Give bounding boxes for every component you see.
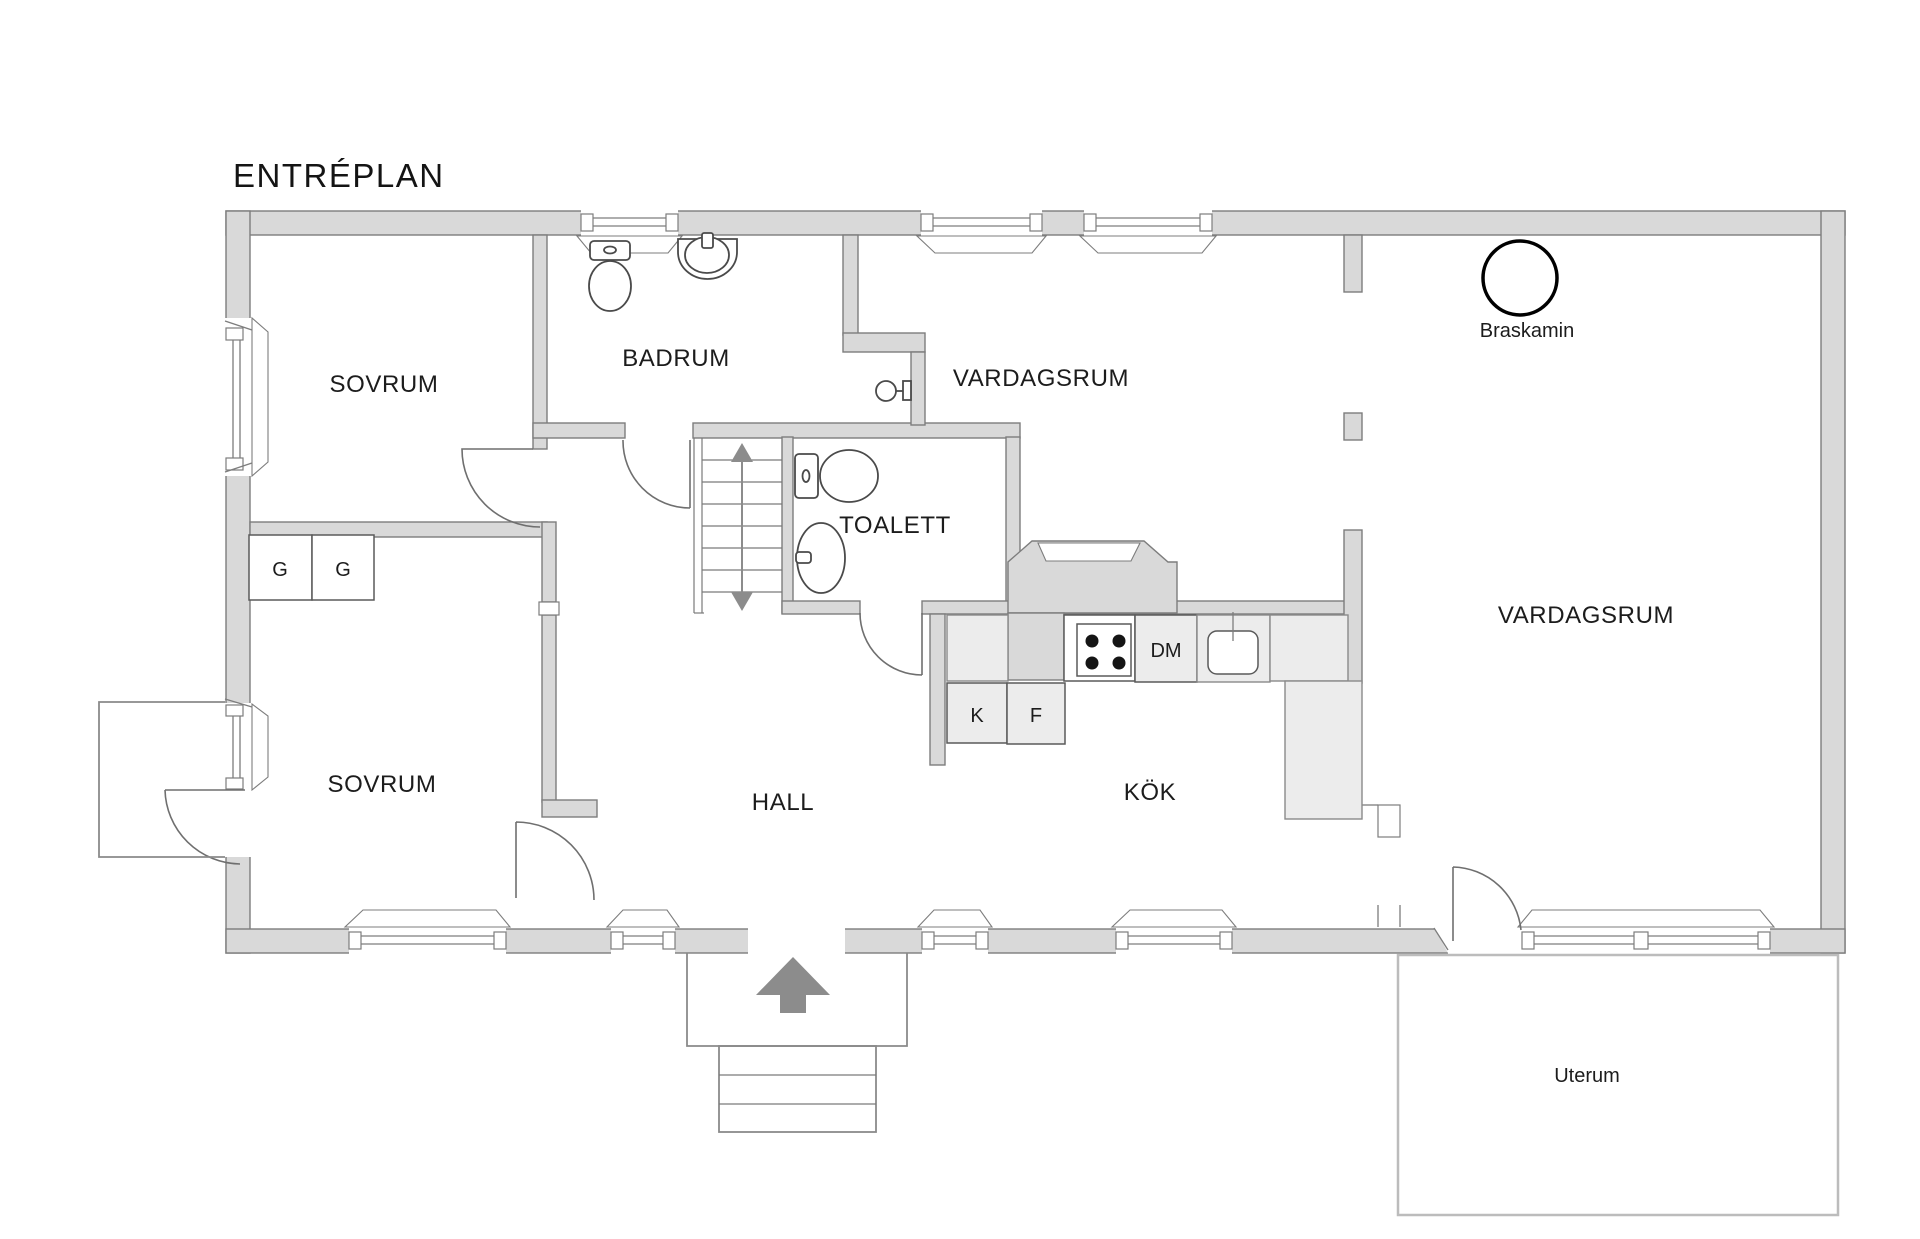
label-garderob-2: G: [335, 559, 351, 581]
door-badrum: [622, 439, 691, 509]
label-braskamin: Braskamin: [1480, 320, 1574, 342]
uterum-outline: [1396, 953, 1840, 1217]
stove-burner-plate: [1076, 623, 1132, 677]
wall-badrum-bottom: [532, 422, 626, 439]
label-kyl: K: [970, 705, 984, 727]
doors: [164, 439, 1522, 941]
wall-hall-left-lower: [541, 614, 557, 803]
room-label-badrum: BADRUM: [622, 345, 730, 372]
wall-exterior-right: [1820, 210, 1846, 954]
kitchen-peninsula: [1284, 680, 1363, 820]
chimney-column: [1007, 612, 1065, 681]
page-title: ENTRÉPLAN: [233, 157, 445, 194]
room-label-kok: KÖK: [1124, 779, 1176, 806]
room-label-vardagsrum-2: VARDAGSRUM: [1498, 602, 1674, 629]
entrance-arrow-icon: [756, 957, 830, 1013]
room-label-sovrum-1: SOVRUM: [330, 371, 439, 398]
toilet-toalett-icon: [794, 449, 879, 503]
room-label-uterum: Uterum: [1554, 1065, 1620, 1087]
window-hall-bottom-right: [916, 909, 994, 950]
wardrobe-1-box: [248, 534, 313, 601]
stair-arrow-up-icon: [731, 443, 753, 462]
chimney-notch: [1037, 542, 1141, 562]
freezer-box: [1006, 682, 1066, 745]
sink-toalett-icon: [795, 522, 846, 594]
wall-stairs-toalett-top: [692, 422, 1021, 439]
shower-fixture-icon: [875, 380, 912, 402]
room-label-toalett: TOALETT: [839, 512, 951, 539]
dishwasher-box: [1134, 614, 1198, 683]
kitchen-sink: [1196, 612, 1271, 683]
window-sovrum2-left: [224, 698, 269, 792]
wall-hall-left-upper: [541, 521, 557, 603]
window-hall-bottom-left: [605, 909, 681, 950]
window-kok-bottom: [1110, 909, 1238, 950]
wall-badrum-right: [842, 234, 859, 336]
door-sovrum2-exterior: [164, 789, 245, 865]
braskamin-icon: [1481, 239, 1559, 317]
window-sovrum1-left: [224, 316, 269, 478]
wall-openings: [224, 209, 1770, 955]
staircase: [693, 438, 782, 614]
kitchen-counter-left: [946, 614, 1009, 682]
toilet-badrum-icon: [588, 240, 632, 312]
door-uterum: [1452, 866, 1522, 941]
wall-sovrum2-jut: [541, 799, 598, 818]
wall-junction-cap: [538, 601, 560, 616]
kok-passage-cap: [1377, 804, 1401, 838]
fridge-box: [946, 682, 1008, 744]
window-vardagsrum-1a: [915, 213, 1048, 254]
room-label-sovrum-2: SOVRUM: [328, 771, 437, 798]
window-uterum-wall: [1516, 909, 1776, 950]
wall-sovrum1-badrum: [532, 234, 548, 450]
wardrobe-2-box: [311, 534, 375, 601]
label-frys: F: [1030, 705, 1042, 727]
bathroom-fixtures: [588, 232, 912, 594]
window-vardagsrum-1b: [1078, 213, 1218, 254]
wall-shower-side: [910, 351, 926, 426]
wall-divider-top: [1343, 234, 1363, 293]
labels: ENTRÉPLAN SOVRUM BADRUM VARDAGSRUM TOALE…: [233, 157, 1674, 1087]
wall-stairs-right: [781, 436, 794, 614]
wall-divider-stub: [1343, 412, 1363, 441]
closets: [248, 534, 375, 601]
stair-arrow-down-icon: [731, 592, 753, 611]
wall-shower-jog: [842, 332, 926, 353]
kitchen: [946, 612, 1363, 820]
window-sovrum2-bottom: [343, 909, 512, 950]
label-diskmaskin: DM: [1150, 640, 1181, 662]
wall-hall-kok: [929, 613, 946, 766]
walls: [225, 210, 1846, 954]
entry-steps: [718, 1045, 877, 1133]
entrance: [686, 953, 908, 1133]
side-porch: [98, 701, 225, 858]
room-label-vardagsrum-1: VARDAGSRUM: [953, 365, 1129, 392]
sink-badrum-icon: [677, 232, 738, 280]
wall-toalett-bottom: [781, 600, 861, 615]
stove: [1063, 614, 1136, 682]
door-sovrum2: [515, 821, 595, 901]
door-toalett: [859, 612, 923, 676]
kitchen-counter-right: [1269, 614, 1349, 682]
room-label-hall: HALL: [752, 789, 814, 816]
label-garderob-1: G: [272, 559, 288, 581]
door-sovrum1: [461, 448, 541, 528]
